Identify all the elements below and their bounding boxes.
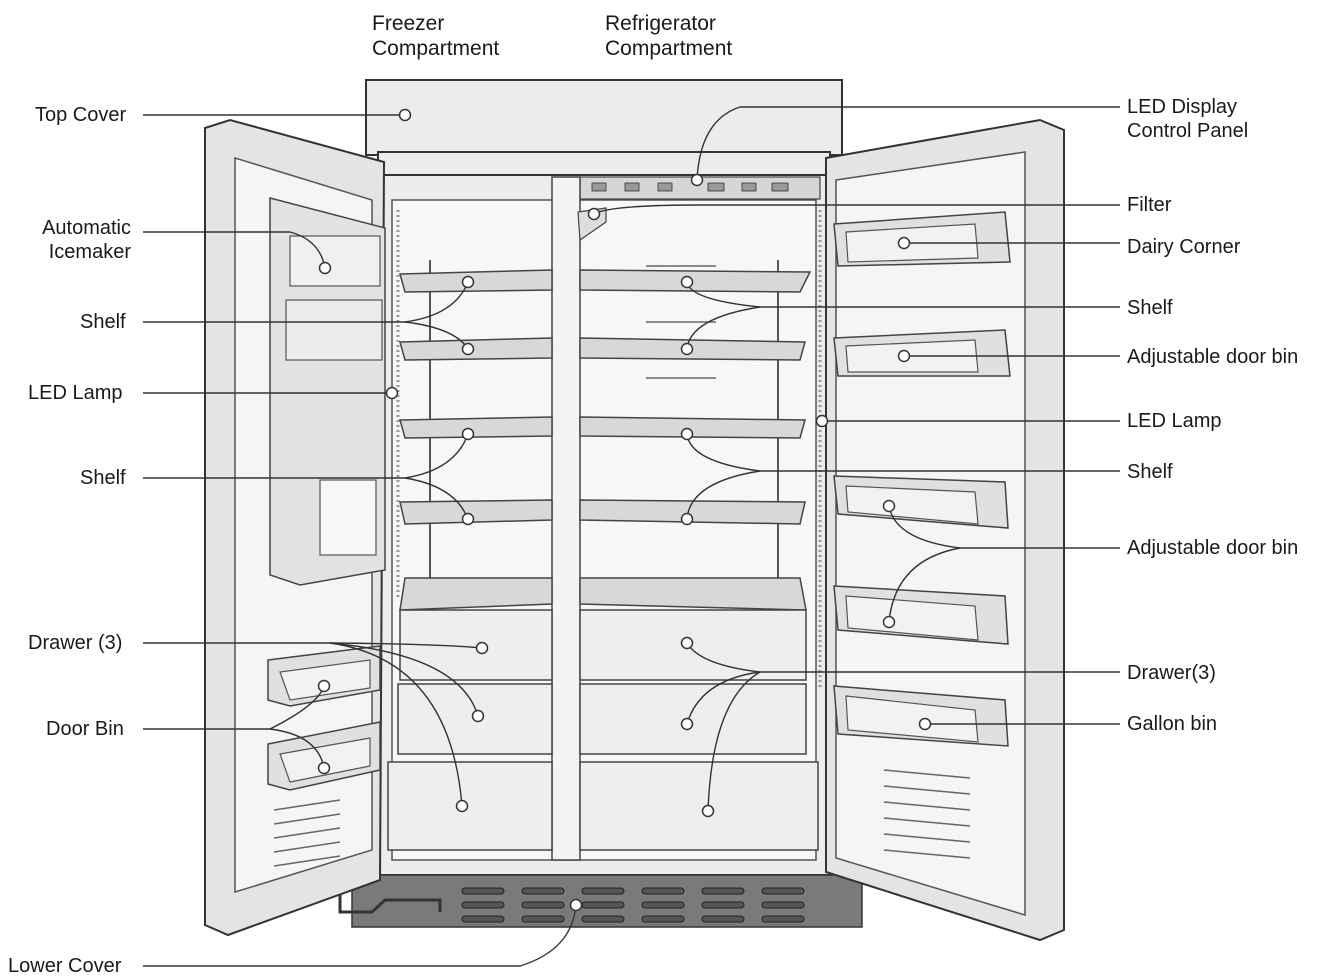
lower-cover-slots — [461, 887, 805, 923]
label-adjustable-door-bin-1: Adjustable door bin — [1127, 346, 1299, 368]
label-dairy-corner: Dairy Corner — [1127, 236, 1241, 258]
control-buttons — [591, 182, 789, 192]
label-adjustable-door-bin-2: Adjustable door bin — [1127, 537, 1299, 559]
label-shelf-left-1: Shelf — [80, 311, 126, 333]
label-led-lamp-left: LED Lamp — [28, 382, 123, 404]
label-lower-cover: Lower Cover — [8, 955, 122, 977]
label-door-bin: Door Bin — [46, 718, 124, 740]
label-refrigerator-compartment: Refrigerator Compartment — [605, 12, 733, 60]
label-shelf-left-2: Shelf — [80, 467, 126, 489]
center-divider — [551, 176, 581, 861]
label-gallon-bin: Gallon bin — [1127, 713, 1218, 735]
callout-dots — [317, 108, 932, 912]
label-led-display-control-panel: LED Display Control Panel — [1127, 96, 1249, 142]
drawers — [387, 609, 819, 851]
label-shelf-right-1: Shelf — [1127, 297, 1173, 319]
lower-cover — [338, 874, 863, 928]
label-top-cover: Top Cover — [35, 104, 127, 126]
freezer-door — [204, 118, 386, 937]
label-drawer-left: Drawer (3) — [28, 632, 123, 654]
label-drawer-right: Drawer(3) — [1127, 662, 1216, 684]
cabinet — [377, 174, 831, 876]
label-shelf-right-2: Shelf — [1127, 461, 1173, 483]
top-cover — [365, 79, 843, 177]
label-freezer-compartment: Freezer Compartment — [372, 12, 500, 60]
label-filter: Filter — [1127, 194, 1172, 216]
label-led-lamp-right: LED Lamp — [1127, 410, 1222, 432]
shelves — [399, 269, 812, 611]
label-automatic-icemaker: Automatic Icemaker — [42, 217, 131, 263]
